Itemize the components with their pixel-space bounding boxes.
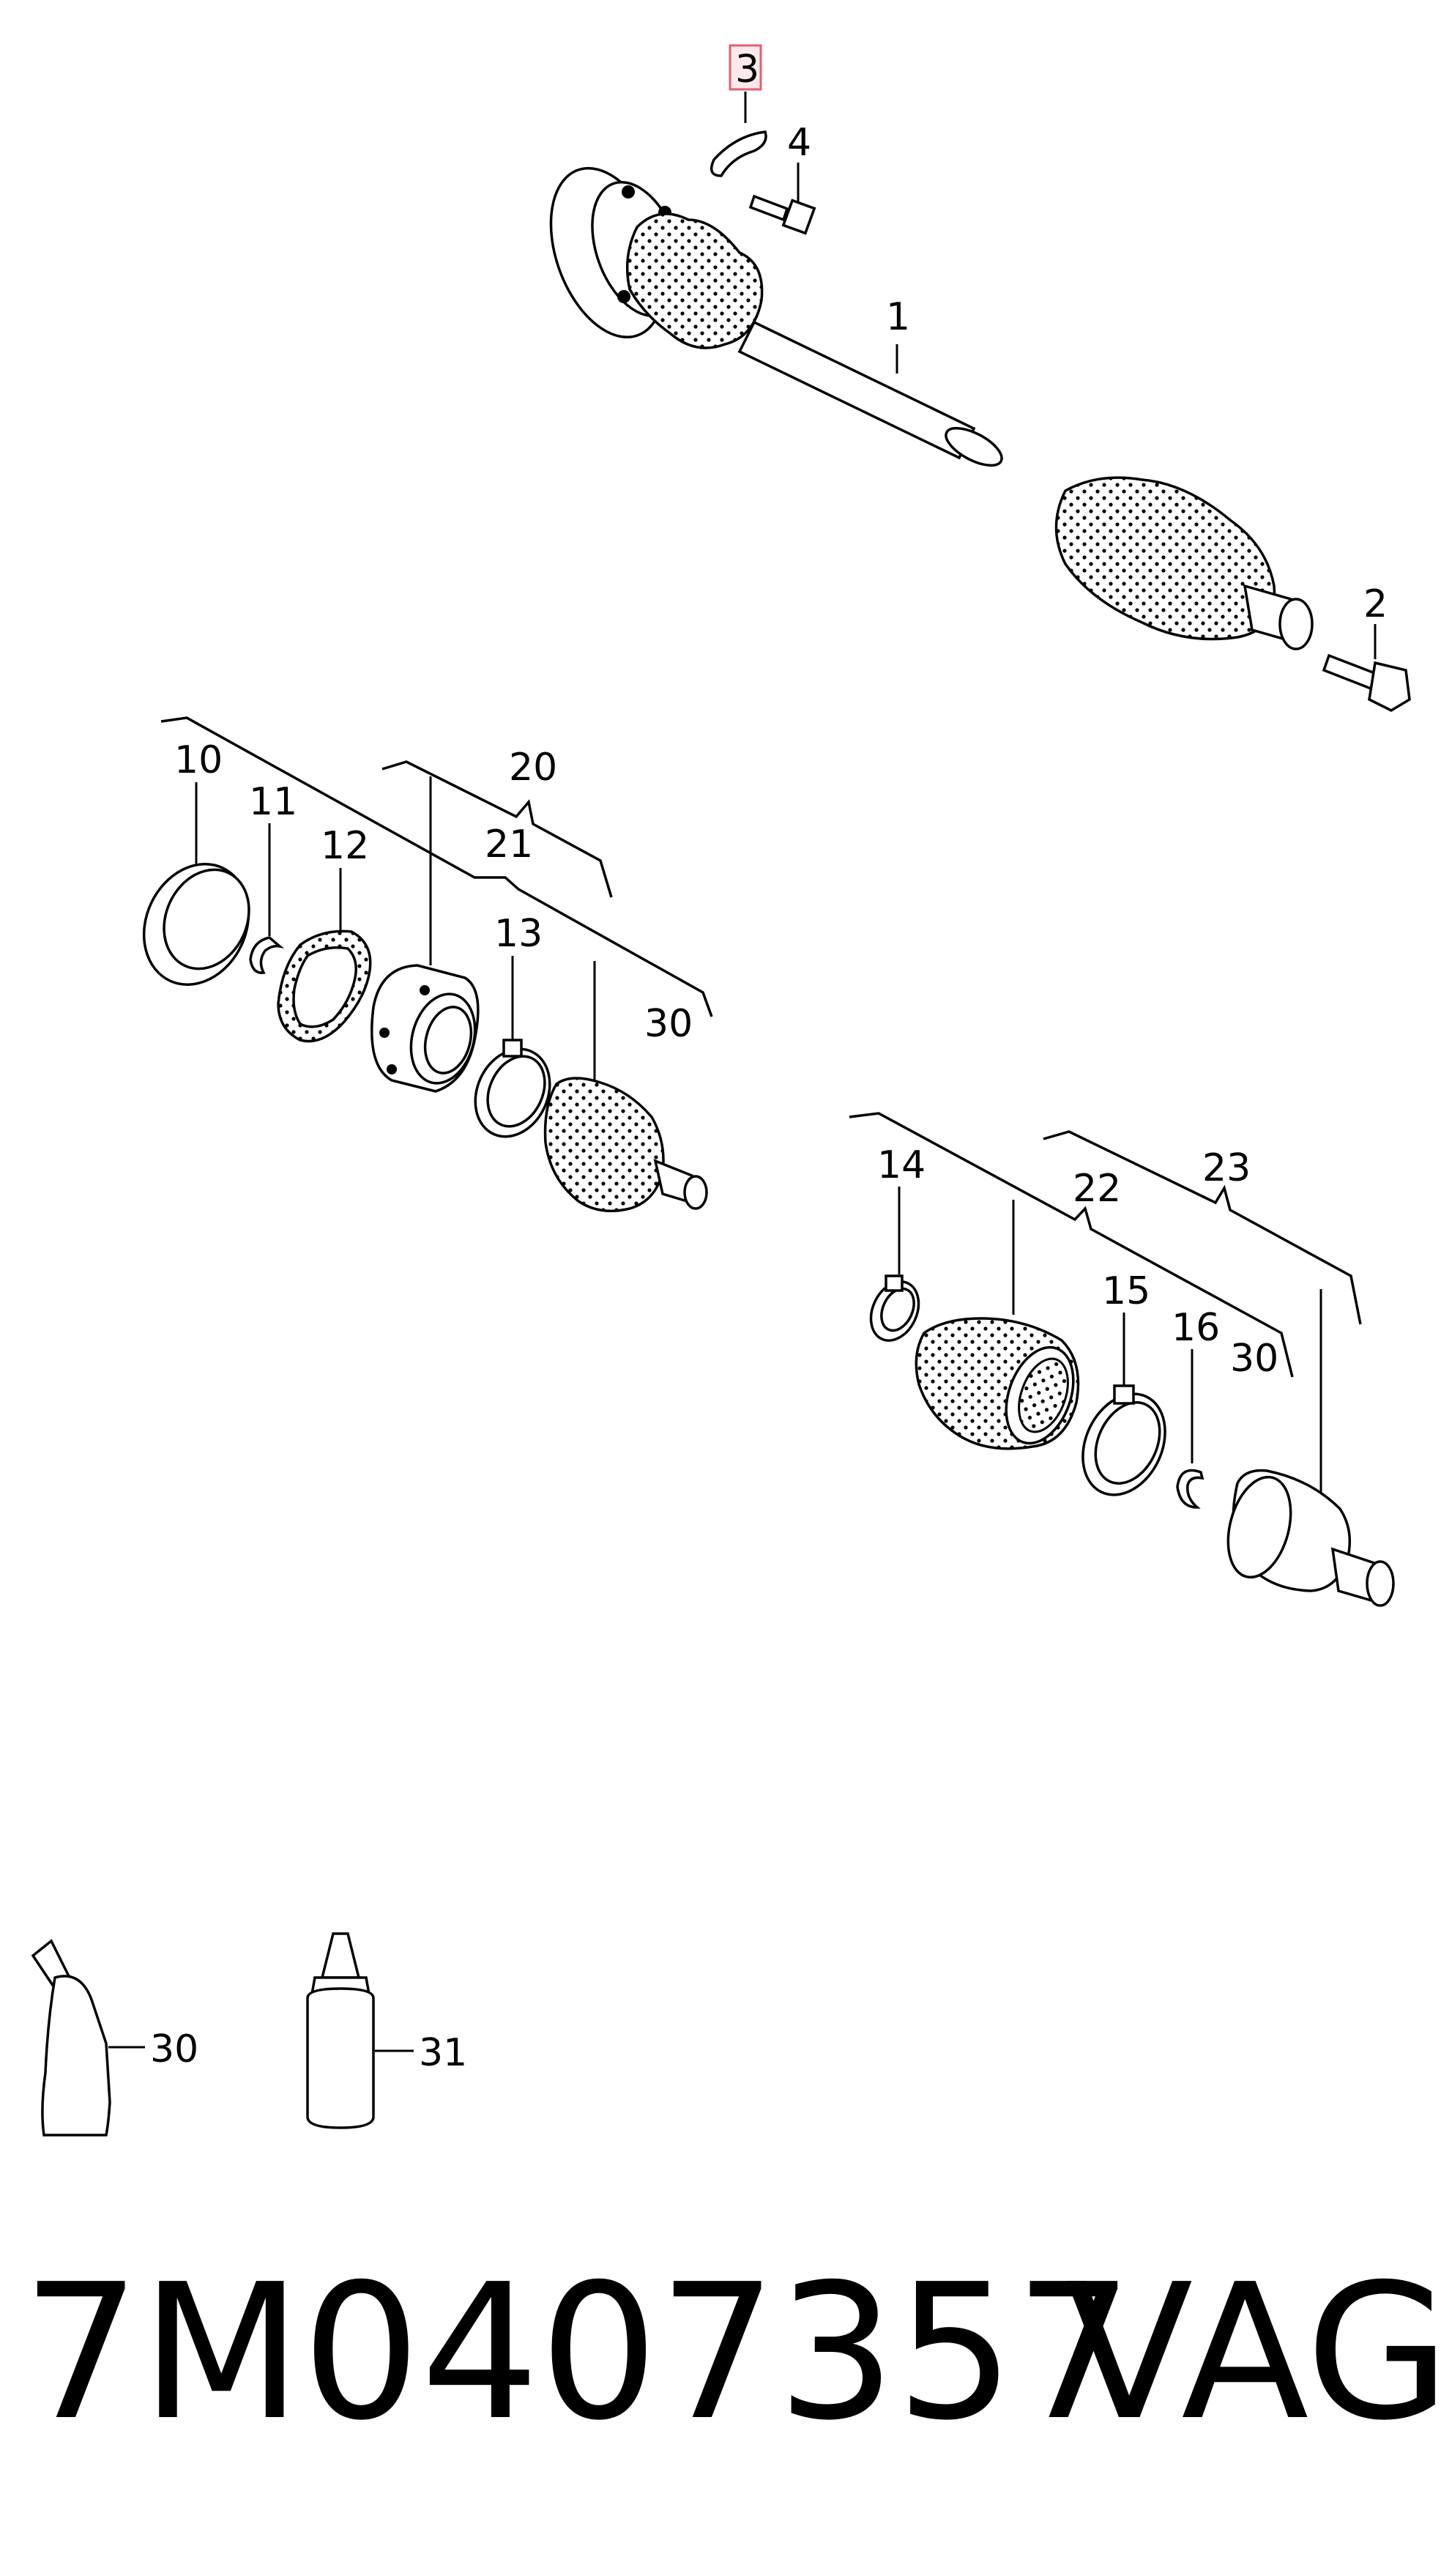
sealant-bottle[interactable] xyxy=(306,1932,375,2129)
hose-clamp-small-outer[interactable] xyxy=(862,1274,928,1348)
callout-13: 13 xyxy=(494,912,543,956)
inner-cv-joint[interactable] xyxy=(371,964,485,1093)
outer-boot[interactable] xyxy=(915,1317,1085,1452)
callout-23: 23 xyxy=(1202,1146,1251,1190)
drive-shaft-assembly[interactable] xyxy=(529,152,1314,650)
bracket-23 xyxy=(1043,1130,1362,1325)
callout-2: 2 xyxy=(1363,582,1388,626)
circlip-outer[interactable] xyxy=(1176,1469,1204,1509)
callout-11: 11 xyxy=(249,780,297,824)
bracket-20 xyxy=(381,760,613,898)
grease-tube[interactable] xyxy=(31,1939,111,2137)
callout-10: 10 xyxy=(174,738,223,782)
callout-4: 4 xyxy=(787,121,811,165)
callout-3-highlight-box[interactable] xyxy=(729,44,762,91)
flange-bolt[interactable] xyxy=(748,194,816,235)
callout-3: 3 xyxy=(735,48,759,92)
callout-21: 21 xyxy=(485,823,533,866)
callout-14: 14 xyxy=(877,1143,926,1187)
hose-clamp-large[interactable] xyxy=(1067,1381,1180,1508)
brand-name: VAG xyxy=(1065,2244,1441,2462)
inner-boot[interactable] xyxy=(543,1077,708,1213)
hose-clamp-small[interactable] xyxy=(461,1037,563,1149)
callout-22: 22 xyxy=(1073,1167,1121,1211)
callout-12: 12 xyxy=(321,824,369,868)
bracket-10-30 xyxy=(160,716,713,1017)
callout-1: 1 xyxy=(886,295,910,339)
callout-20: 20 xyxy=(509,746,557,790)
outer-cv-joint[interactable] xyxy=(1218,1469,1395,1607)
callout-16: 16 xyxy=(1172,1306,1220,1350)
callout-30c: 30 xyxy=(150,2027,198,2071)
callout-30a: 30 xyxy=(644,1002,693,1046)
circlip[interactable] xyxy=(249,936,285,974)
bracket-14-30 xyxy=(849,1112,1294,1378)
cover-ring[interactable] xyxy=(124,847,267,1002)
axle-bolt[interactable] xyxy=(1322,653,1411,712)
lock-plate[interactable] xyxy=(710,130,767,177)
callout-15: 15 xyxy=(1102,1269,1150,1313)
callout-30b: 30 xyxy=(1230,1337,1278,1381)
callout-31: 31 xyxy=(419,2031,467,2075)
part-number: 7M0407357 xyxy=(22,2244,1133,2462)
